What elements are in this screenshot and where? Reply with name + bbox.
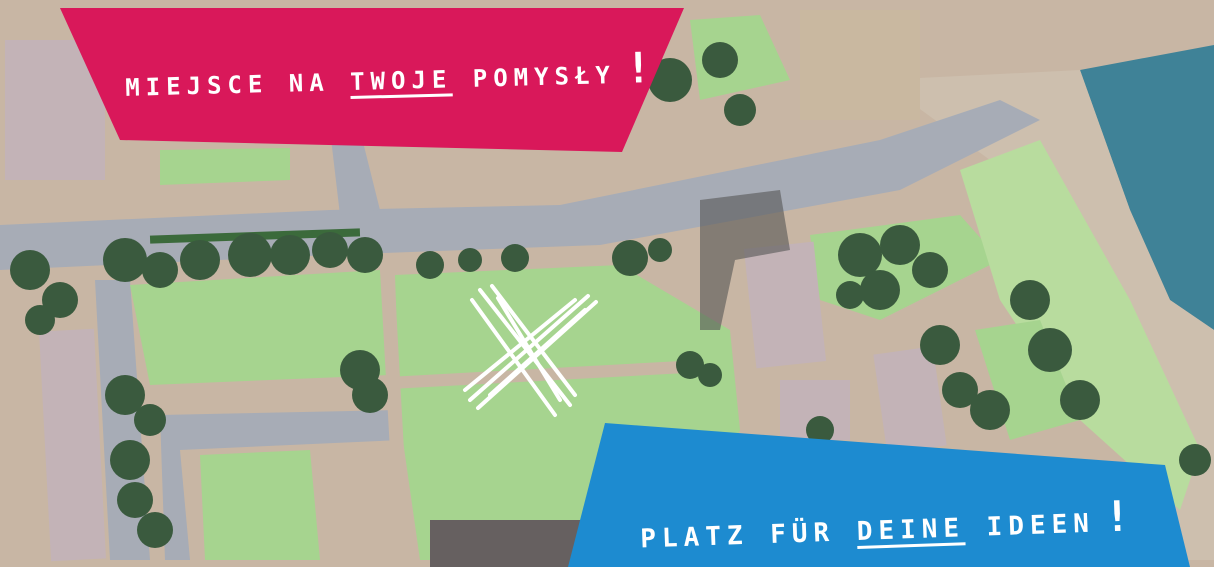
- banner-bottom-shape: [568, 423, 1190, 567]
- x-mark-icon: [463, 284, 598, 417]
- building-center-right-shadow: [700, 190, 790, 330]
- park-path-vertical: [380, 270, 410, 560]
- road-top-left: [330, 130, 380, 215]
- building-bottom-center: [430, 520, 590, 567]
- park-path-diagonal: [150, 360, 705, 402]
- park-lawn-bottom-left: [200, 450, 320, 560]
- banner-top-shape: [60, 8, 684, 152]
- river-water: [1080, 45, 1214, 330]
- road-bottom-left: [160, 410, 400, 560]
- park-lawn-top: [160, 148, 290, 185]
- building-left-tall: [39, 328, 106, 562]
- main-road: [0, 100, 1040, 270]
- building-center-right: [743, 241, 827, 369]
- building-top-right: [800, 10, 920, 120]
- park-lawn-left: [130, 270, 390, 385]
- building-east-tall: [873, 346, 947, 454]
- tree-group: [10, 42, 1211, 548]
- riverside-terraces: [960, 140, 1200, 510]
- park-lawn-top-center: [690, 15, 790, 100]
